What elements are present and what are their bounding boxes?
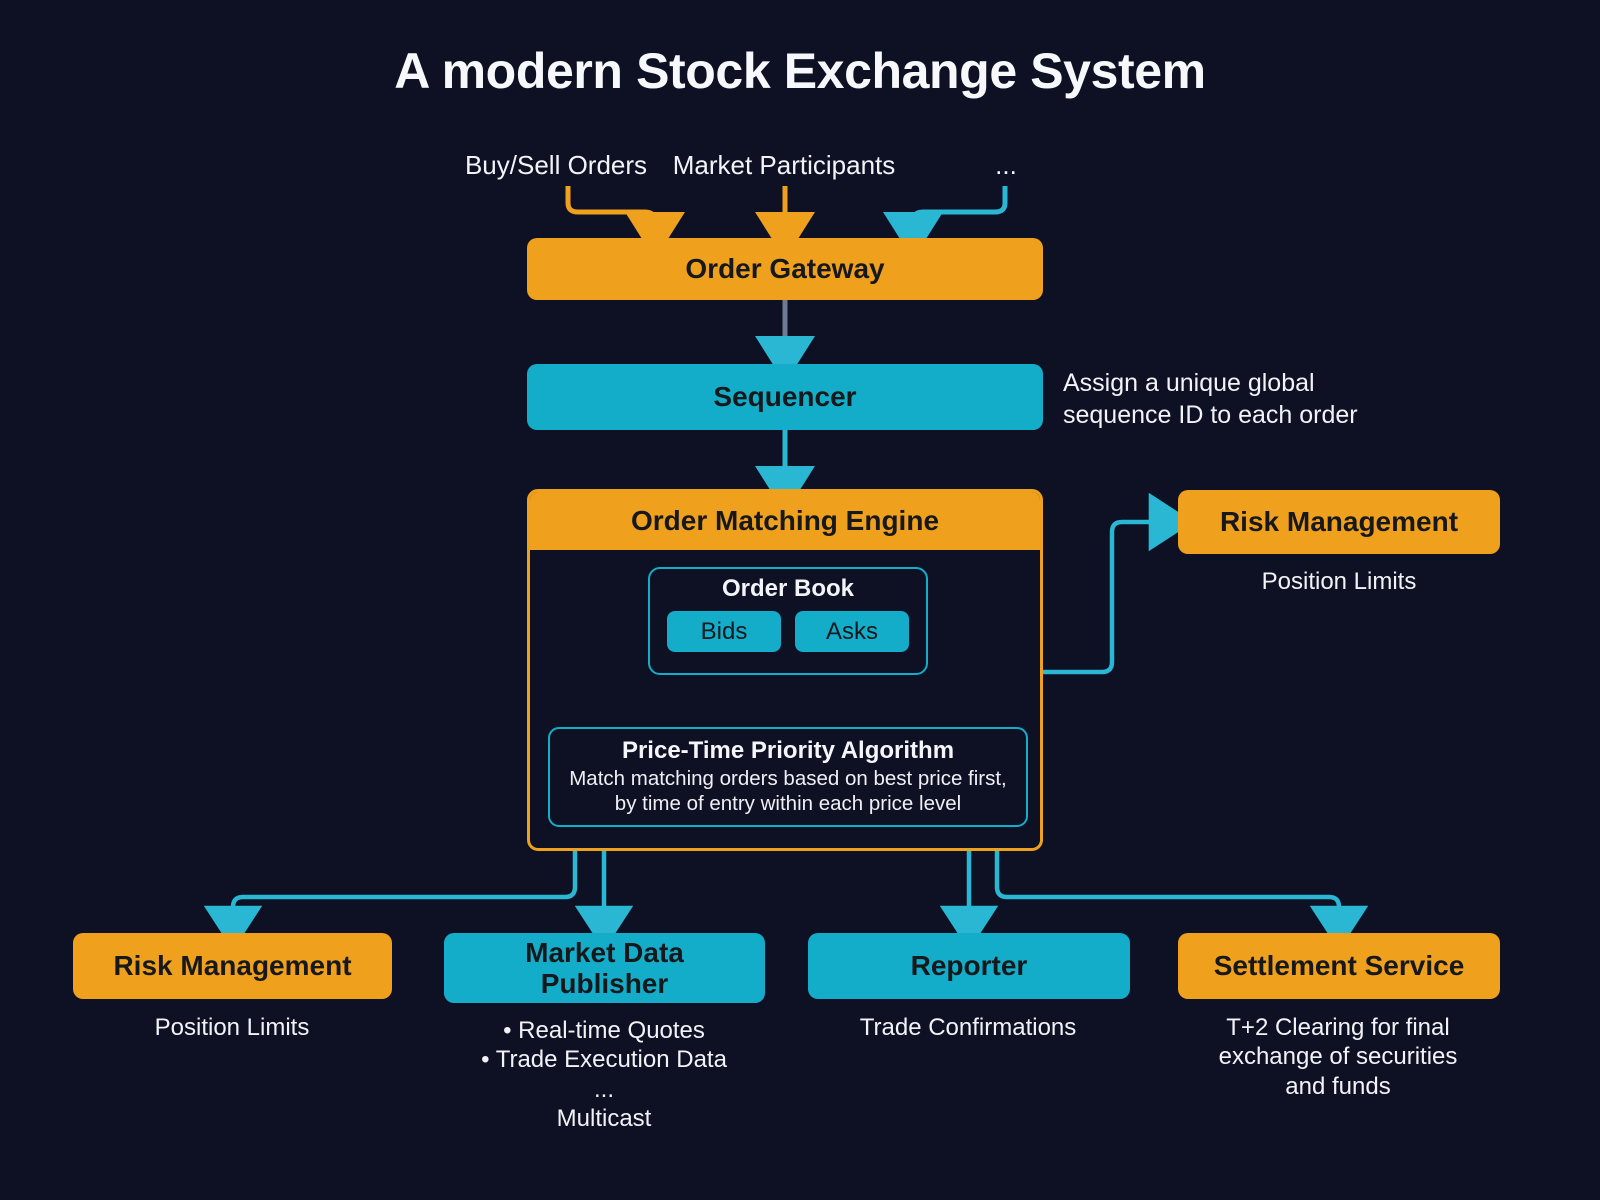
caption-output-market-data-publisher: • Real-time Quotes • Trade Execution Dat… (481, 1017, 727, 1132)
caption-output-reporter: Trade Confirmations (859, 1014, 1077, 1041)
order-matching-engine-title: Order Matching Engine (530, 492, 1040, 550)
input-label-buy-sell-orders: Buy/Sell Orders (464, 150, 648, 180)
node-output-risk-management[interactable]: Risk Management (73, 933, 392, 999)
arrow-matching-engine-to-output-settlement-service (994, 851, 1369, 951)
caption-risk-management-right: Position Limits (1261, 568, 1417, 595)
caption-output-risk-management: Position Limits (154, 1014, 310, 1041)
arrow-other-inputs (883, 186, 1008, 260)
page-title: A modern Stock Exchange System (394, 43, 1206, 99)
sequencer-note: Assign a unique global sequence ID to ea… (1063, 369, 1358, 429)
node-risk-management-right[interactable]: Risk Management (1178, 490, 1500, 554)
node-output-market-data-publisher[interactable]: Market Data Publisher (444, 933, 765, 1003)
caption-output-settlement-service: T+2 Clearing for final exchange of secur… (1218, 1014, 1458, 1100)
node-order-book[interactable]: Order Book Bids Asks (648, 567, 928, 675)
node-output-settlement-service[interactable]: Settlement Service (1178, 933, 1500, 999)
order-book-chip-bids[interactable]: Bids (667, 611, 781, 652)
input-label-market-participants: Market Participants (672, 150, 896, 180)
order-book-chip-asks[interactable]: Asks (795, 611, 909, 652)
node-sequencer[interactable]: Sequencer (527, 364, 1043, 430)
node-order-matching-engine[interactable]: Order Matching Engine Order Book Bids As… (527, 489, 1043, 851)
arrow-matching-engine-to-risk-management (1043, 492, 1194, 675)
algorithm-title: Price-Time Priority Algorithm (621, 737, 955, 764)
arrow-matching-engine-to-output-risk-management (203, 851, 578, 951)
arrow-buy-sell-orders (565, 186, 685, 260)
algorithm-description: Match matching orders based on best pric… (569, 767, 1007, 815)
node-order-gateway[interactable]: Order Gateway (527, 238, 1043, 300)
input-label-other: ... (995, 150, 1017, 180)
node-price-time-priority-algorithm[interactable]: Price-Time Priority Algorithm Match matc… (548, 727, 1028, 827)
node-output-reporter[interactable]: Reporter (808, 933, 1130, 999)
order-book-title: Order Book (721, 575, 855, 602)
